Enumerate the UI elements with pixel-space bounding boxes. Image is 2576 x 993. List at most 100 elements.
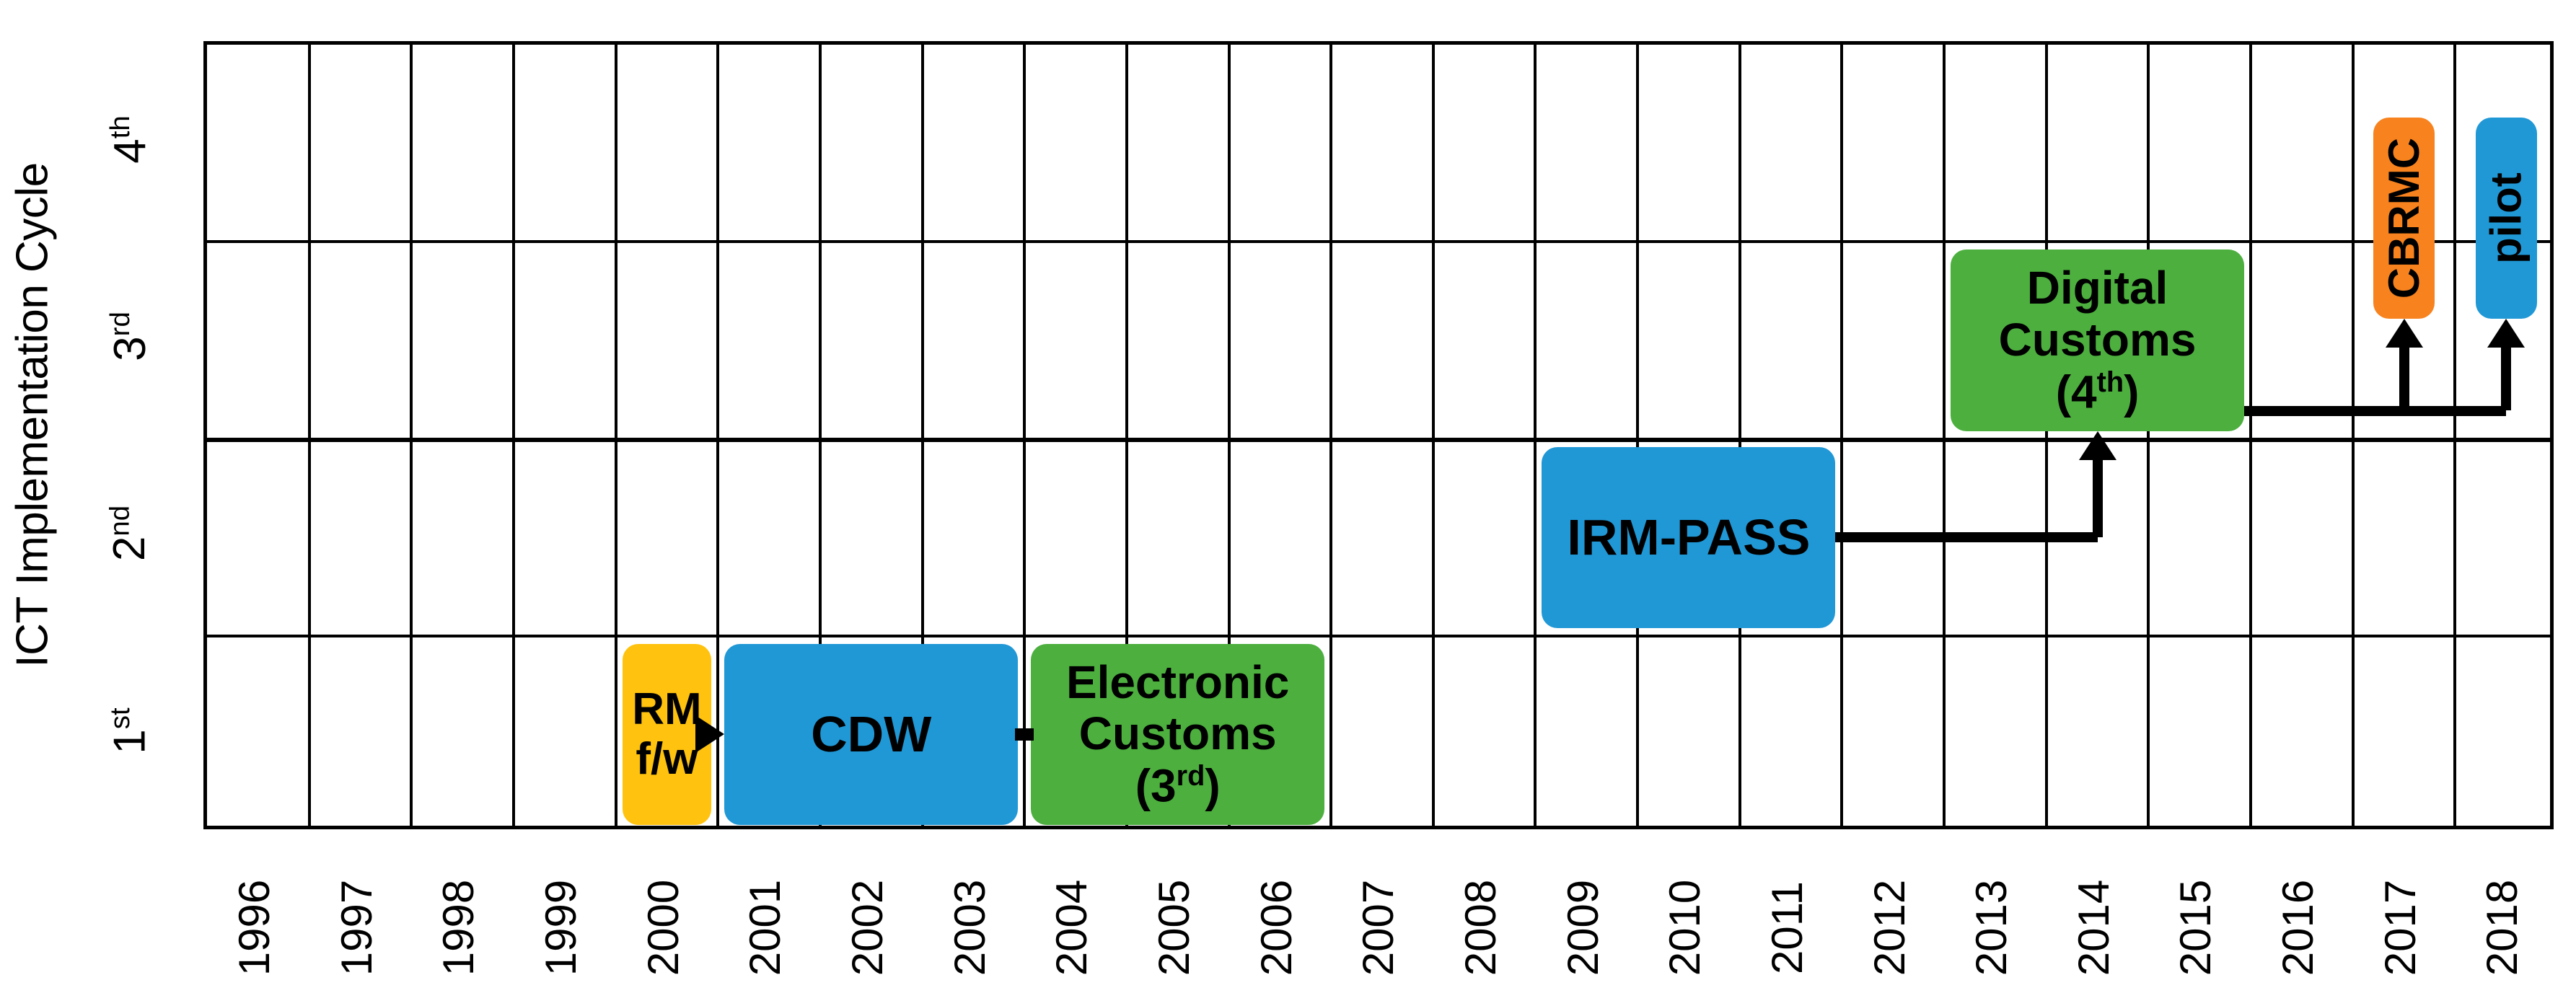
task-box-irm-pass[interactable]: IRM-PASS (1542, 446, 1836, 628)
x-tick-label: 2010 (1661, 879, 1710, 976)
x-tick-label: 2009 (1558, 879, 1607, 976)
x-tick-2011: 2011 (1736, 837, 1839, 992)
gridline-vertical (1329, 45, 1333, 826)
x-tick-2015: 2015 (2145, 837, 2247, 992)
x-tick-2009: 2009 (1531, 837, 1634, 992)
gridline-vertical (1227, 45, 1231, 826)
gridline-vertical (1534, 45, 1537, 826)
x-tick-1996: 1996 (203, 837, 306, 992)
x-tick-1998: 1998 (408, 837, 510, 992)
x-tick-label: 1999 (537, 879, 586, 976)
gridline-vertical (2147, 45, 2150, 826)
y-tick-4th-label: 4th (104, 115, 155, 164)
x-tick-2018: 2018 (2451, 837, 2554, 992)
x-tick-2012: 2012 (1838, 837, 1940, 992)
x-tick-2004: 2004 (1021, 837, 1123, 992)
gridline-horizontal (207, 240, 2550, 244)
gridline-horizontal (207, 634, 2550, 637)
task-label-cdw: CDW (811, 706, 932, 763)
task-label-cbrmc: CBRMC (2379, 137, 2428, 299)
x-tick-label: 2006 (1252, 879, 1301, 976)
gridline-vertical (920, 45, 924, 826)
connector-digital-to-cbrmc-vertical (2399, 347, 2409, 411)
gridline-vertical (307, 45, 311, 826)
y-tick-2nd-label: 2nd (104, 505, 155, 562)
x-tick-label: 1997 (332, 879, 381, 976)
gridline-vertical (1943, 45, 1946, 826)
task-label-pilot: pilot (2482, 172, 2531, 264)
x-tick-1999: 1999 (510, 837, 612, 992)
x-tick-1997: 1997 (306, 837, 408, 992)
gridline-horizontal (207, 437, 2550, 442)
gridline-vertical (2351, 45, 2355, 826)
gridline-vertical (2249, 45, 2253, 826)
x-tick-label: 2013 (1967, 879, 2016, 976)
gridline-vertical (2044, 45, 2048, 826)
x-tick-2006: 2006 (1226, 837, 1328, 992)
task-label-irm-pass: IRM-PASS (1567, 508, 1811, 565)
x-tick-2016: 2016 (2247, 837, 2349, 992)
connector-digital-to-pilot-arrowhead (2487, 318, 2526, 348)
task-box-cdw[interactable]: CDW (724, 643, 1019, 825)
connector-irmpass-to-digital-arrowhead (2078, 431, 2116, 460)
x-tick-2017: 2017 (2349, 837, 2452, 992)
x-tick-label: 2001 (741, 879, 790, 976)
x-tick-2008: 2008 (1430, 837, 1532, 992)
x-tick-2001: 2001 (714, 837, 817, 992)
x-tick-label: 2018 (2478, 879, 2527, 976)
gridline-vertical (511, 45, 515, 826)
connector-irmpass-to-digital-horizontal (1835, 532, 2098, 543)
x-tick-label: 2003 (945, 879, 994, 976)
x-tick-label: 2008 (1456, 879, 1505, 976)
x-tick-2000: 2000 (612, 837, 715, 992)
connector-cdw-to-ecustoms-dash-3 (1015, 728, 1032, 741)
x-tick-label: 2016 (2274, 879, 2323, 976)
gridline-vertical (716, 45, 720, 826)
x-tick-2002: 2002 (817, 837, 919, 992)
connector-digital-to-cbrmc-arrowhead (2385, 318, 2423, 348)
x-tick-2014: 2014 (2043, 837, 2145, 992)
task-box-cbrmc[interactable]: CBRMC (2373, 118, 2435, 319)
y-tick-1st-label: 1st (104, 707, 155, 754)
y-tick-3rd: 3rd (65, 238, 195, 435)
x-tick-label: 2005 (1150, 879, 1199, 976)
gridline-vertical (614, 45, 617, 826)
connector-rm-to-cdw-arrowhead (695, 715, 725, 754)
gridline-vertical (1431, 45, 1435, 826)
x-tick-2005: 2005 (1123, 837, 1226, 992)
connector-digital-to-pilot-horizontal (2244, 405, 2507, 416)
gridline-vertical (410, 45, 413, 826)
gridline-vertical (1125, 45, 1128, 826)
x-tick-label: 2015 (2171, 879, 2220, 976)
x-tick-label: 2000 (638, 879, 687, 976)
x-tick-label: 2002 (843, 879, 892, 976)
y-axis-title-text: ICT Implementation Cycle (7, 162, 58, 668)
x-tick-2010: 2010 (1634, 837, 1736, 992)
x-tick-label: 2011 (1763, 881, 1812, 975)
x-tick-2013: 2013 (1940, 837, 2043, 992)
gridline-vertical (1738, 45, 1741, 826)
gridline-vertical (818, 45, 822, 826)
connector-digital-to-pilot-vertical (2501, 347, 2512, 411)
y-tick-3rd-label: 3rd (104, 312, 155, 361)
x-tick-label: 2017 (2376, 879, 2425, 976)
gridline-vertical (1636, 45, 1640, 826)
x-tick-label: 2012 (1865, 879, 1914, 976)
task-box-pilot[interactable]: pilot (2475, 118, 2537, 319)
gridline-vertical (2453, 45, 2457, 826)
y-tick-4th: 4th (65, 41, 195, 238)
x-tick-2007: 2007 (1327, 837, 1430, 992)
x-tick-label: 2004 (1047, 879, 1096, 976)
connector-irmpass-to-digital-vertical (2092, 459, 2103, 538)
x-tick-2003: 2003 (919, 837, 1021, 992)
y-tick-2nd: 2nd (65, 435, 195, 632)
y-axis-title: ICT Implementation Cycle (0, 0, 65, 829)
gridline-vertical (1840, 45, 1844, 826)
